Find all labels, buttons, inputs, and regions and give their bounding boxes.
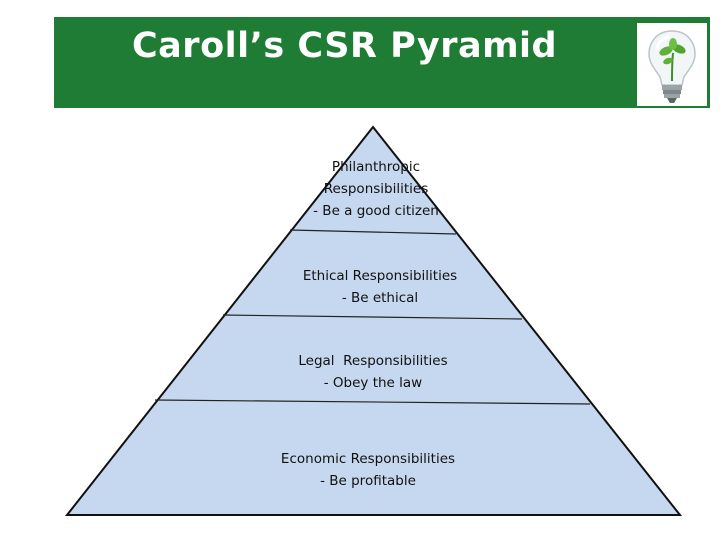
tier-economic-desc: - Be profitable xyxy=(320,473,416,489)
title-banner xyxy=(54,17,710,108)
pyramid-shape xyxy=(64,125,683,516)
tier-divider xyxy=(289,229,457,235)
tier-economic: Economic Responsibilities - Be profitabl… xyxy=(262,448,474,492)
tier-legal-desc: - Obey the law xyxy=(323,375,423,391)
tier-economic-title: Economic Responsibilities xyxy=(280,451,456,467)
tier-divider xyxy=(222,314,523,320)
lightbulb-plant-icon xyxy=(637,23,707,106)
tier-legal: Legal Responsibilities - Obey the law xyxy=(277,350,469,394)
tier-ethical: Ethical Responsibilities - Be ethical xyxy=(284,265,476,309)
tier-divider xyxy=(154,399,591,405)
page-title: Caroll’s CSR Pyramid xyxy=(132,26,558,66)
tier-philanthropic-title-1: Philanthropic xyxy=(331,159,421,175)
tier-philanthropic-desc: - Be a good citizen xyxy=(313,203,439,219)
tier-legal-title: Legal Responsibilities xyxy=(298,353,448,369)
tier-philanthropic-title-2: Responsibilities xyxy=(323,181,429,197)
tier-ethical-desc: - Be ethical xyxy=(341,290,419,306)
tier-ethical-title: Ethical Responsibilities xyxy=(302,268,458,284)
tier-philanthropic: Philanthropic Responsibilities - Be a go… xyxy=(296,156,456,222)
